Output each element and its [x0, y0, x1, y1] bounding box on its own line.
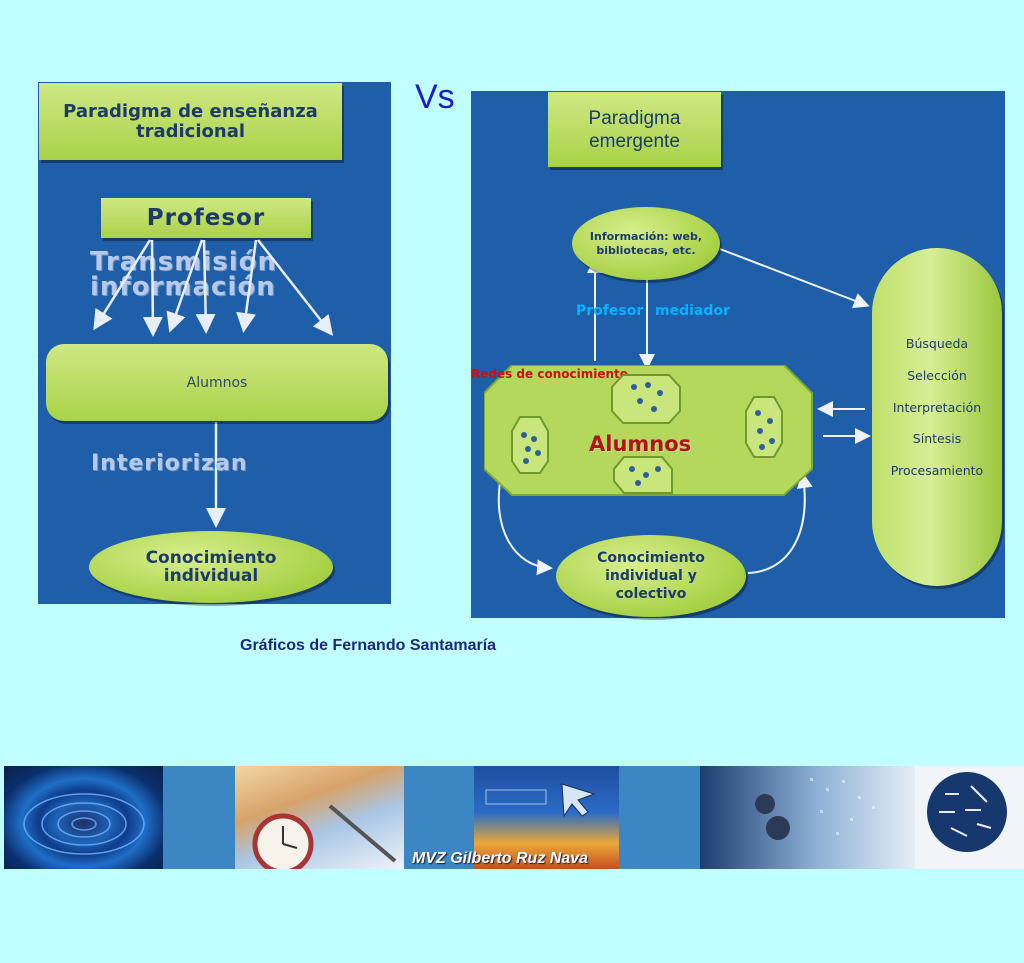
- informacion-oval: Información: web, bibliotecas, etc.: [572, 207, 720, 280]
- sphere-icons: [755, 778, 875, 840]
- emergent-paradigm-panel: Paradigma emergente: [471, 91, 1005, 618]
- process-item: Síntesis: [912, 431, 962, 446]
- ripple-rings: [23, 793, 145, 855]
- alumnos-label: Alumnos: [186, 374, 248, 391]
- digital-data-image: [700, 766, 915, 869]
- profesor-label: Profesor: [576, 303, 644, 319]
- conocimiento-colectivo-oval: Conocimiento individual y colectivo: [556, 535, 746, 617]
- profesor-label: Profesor: [146, 205, 266, 231]
- process-item: Búsqueda: [905, 336, 969, 351]
- process-item: Procesamiento: [890, 463, 984, 478]
- processes-pill: Búsqueda Selección Interpretación Síntes…: [872, 248, 1002, 586]
- interiorizan-label: Interiorizan: [91, 451, 248, 476]
- emergent-title-box: Paradigma emergente: [548, 92, 721, 167]
- cursor-icon: [485, 783, 596, 818]
- transmission-arrows: [93, 239, 334, 528]
- redes-label: Redes de conocimiento: [471, 367, 628, 381]
- vs-label: Vs: [415, 78, 455, 116]
- process-item: Interpretación: [892, 400, 982, 415]
- math-sphere-image: [915, 766, 1024, 869]
- world-map-image: [474, 766, 619, 869]
- graphics-credit-caption: Gráficos de Fernando Santamaría: [240, 637, 497, 654]
- process-item: Selección: [907, 368, 967, 383]
- alumnos-box: Alumnos: [46, 344, 388, 421]
- water-ripple-image: [4, 766, 163, 869]
- alumnos-label: Alumnos: [589, 432, 692, 456]
- cluster-node: [511, 416, 549, 474]
- clock-documents-image: [235, 766, 404, 869]
- alumnos-network-shape: [484, 365, 813, 496]
- traditional-title: Paradigma de enseñanza tradicional: [63, 100, 318, 142]
- profesor-box: Profesor: [101, 198, 311, 238]
- clock-icon: [252, 804, 397, 869]
- bottom-banner: MVZ Gilberto Ruz Nava: [4, 766, 1024, 869]
- student-clusters: [511, 374, 783, 494]
- transmision-label: Transmisión información: [90, 247, 277, 302]
- author-name: MVZ Gilberto Ruz Nava: [412, 850, 589, 867]
- mediador-label: mediador: [655, 303, 730, 319]
- math-globe-icon: [927, 772, 1007, 852]
- cluster-node: [611, 374, 681, 424]
- traditional-title-box: Paradigma de enseñanza tradicional: [39, 83, 342, 160]
- traditional-paradigm-panel: Paradigma de enseñanza tradicional Profe…: [38, 82, 391, 604]
- conocimiento-individual-oval: Conocimiento individual: [89, 531, 333, 603]
